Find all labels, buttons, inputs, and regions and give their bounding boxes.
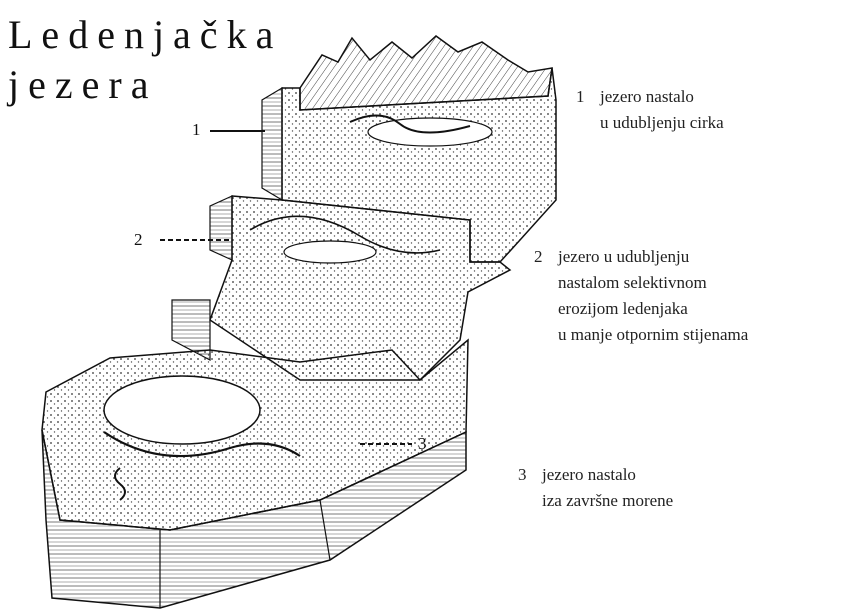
erosion-lake: [284, 241, 376, 263]
callout-1-line-1: jezero nastalo: [600, 84, 724, 110]
callout-2: 2 jezero u udubljenju nastalom selektivn…: [534, 244, 748, 348]
marker-1: 1: [192, 120, 201, 140]
marker-2: 2: [134, 230, 143, 250]
moraine-lake: [104, 376, 260, 444]
callout-1-line-2: u udubljenju cirka: [600, 110, 724, 136]
callout-1-number: 1: [576, 84, 585, 110]
callout-2-line-2: nastalom selektivnom: [558, 270, 748, 296]
callout-2-line-3: erozijom ledenjaka: [558, 296, 748, 322]
callout-1: 1 jezero nastalo u udubljenju cirka: [576, 84, 724, 136]
callout-3-number: 3: [518, 462, 527, 488]
marker-3: 3: [418, 434, 427, 454]
moraine-block: [42, 340, 468, 608]
callout-2-line-4: u manje otpornim stijenama: [558, 322, 748, 348]
callout-2-line-1: jezero u udubljenju: [558, 244, 748, 270]
callout-3-line-2: iza završne morene: [542, 488, 673, 514]
callout-2-number: 2: [534, 244, 543, 270]
callout-3: 3 jezero nastalo iza završne morene: [518, 462, 673, 514]
callout-3-line-1: jezero nastalo: [542, 462, 673, 488]
